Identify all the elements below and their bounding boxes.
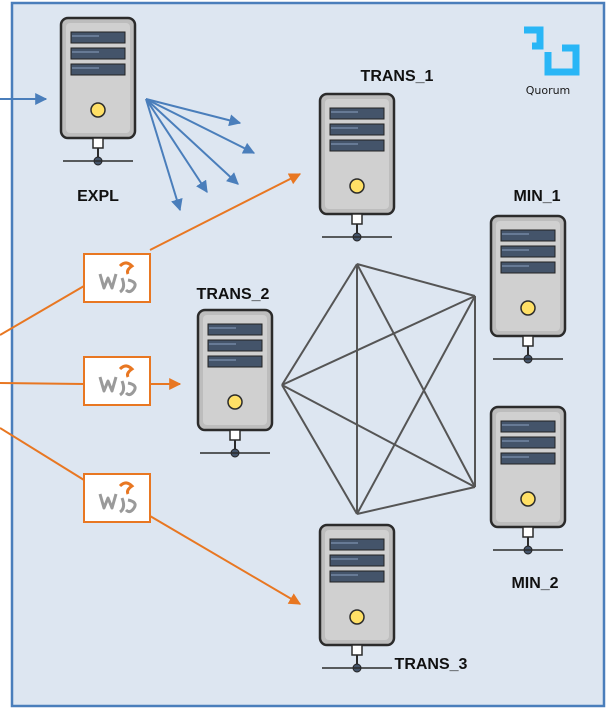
orange-arrows [0, 173, 302, 605]
blue-arrows [0, 93, 256, 212]
node-label-min-2: MIN_2 [511, 575, 558, 592]
client-arrow-trans-1 [149, 173, 302, 251]
mesh-link [356, 486, 476, 515]
broadcast-arrow [145, 98, 239, 185]
mesh-link [281, 384, 358, 515]
mesh-link [281, 295, 476, 386]
web3js-icon [82, 252, 152, 304]
broadcast-arrow [145, 98, 183, 212]
broadcast-arrow [145, 98, 208, 194]
client-link [0, 285, 85, 336]
quorum-logo-icon: Quorum [524, 26, 580, 97]
node-label-trans-1: TRANS_1 [361, 68, 434, 85]
web3js-icon [82, 472, 152, 524]
mesh-link [356, 263, 476, 488]
broadcast-arrow [145, 98, 256, 154]
mesh-link [281, 263, 358, 386]
mesh-link [356, 263, 476, 297]
web3js-icon [82, 355, 152, 407]
client-link [0, 427, 85, 481]
client-link [0, 382, 85, 385]
mesh-link [356, 295, 476, 515]
node-label-trans-2: TRANS_2 [197, 286, 270, 303]
mesh-link [281, 384, 476, 488]
quorum-logo-text: Quorum [526, 84, 571, 97]
broadcast-arrow [145, 98, 242, 127]
node-label-expl: EXPL [77, 188, 119, 205]
node-label-min-1: MIN_1 [513, 188, 560, 205]
node-label-trans-3: TRANS_3 [395, 656, 468, 673]
mesh-links [281, 263, 476, 515]
client-arrow-trans-3 [149, 515, 302, 605]
